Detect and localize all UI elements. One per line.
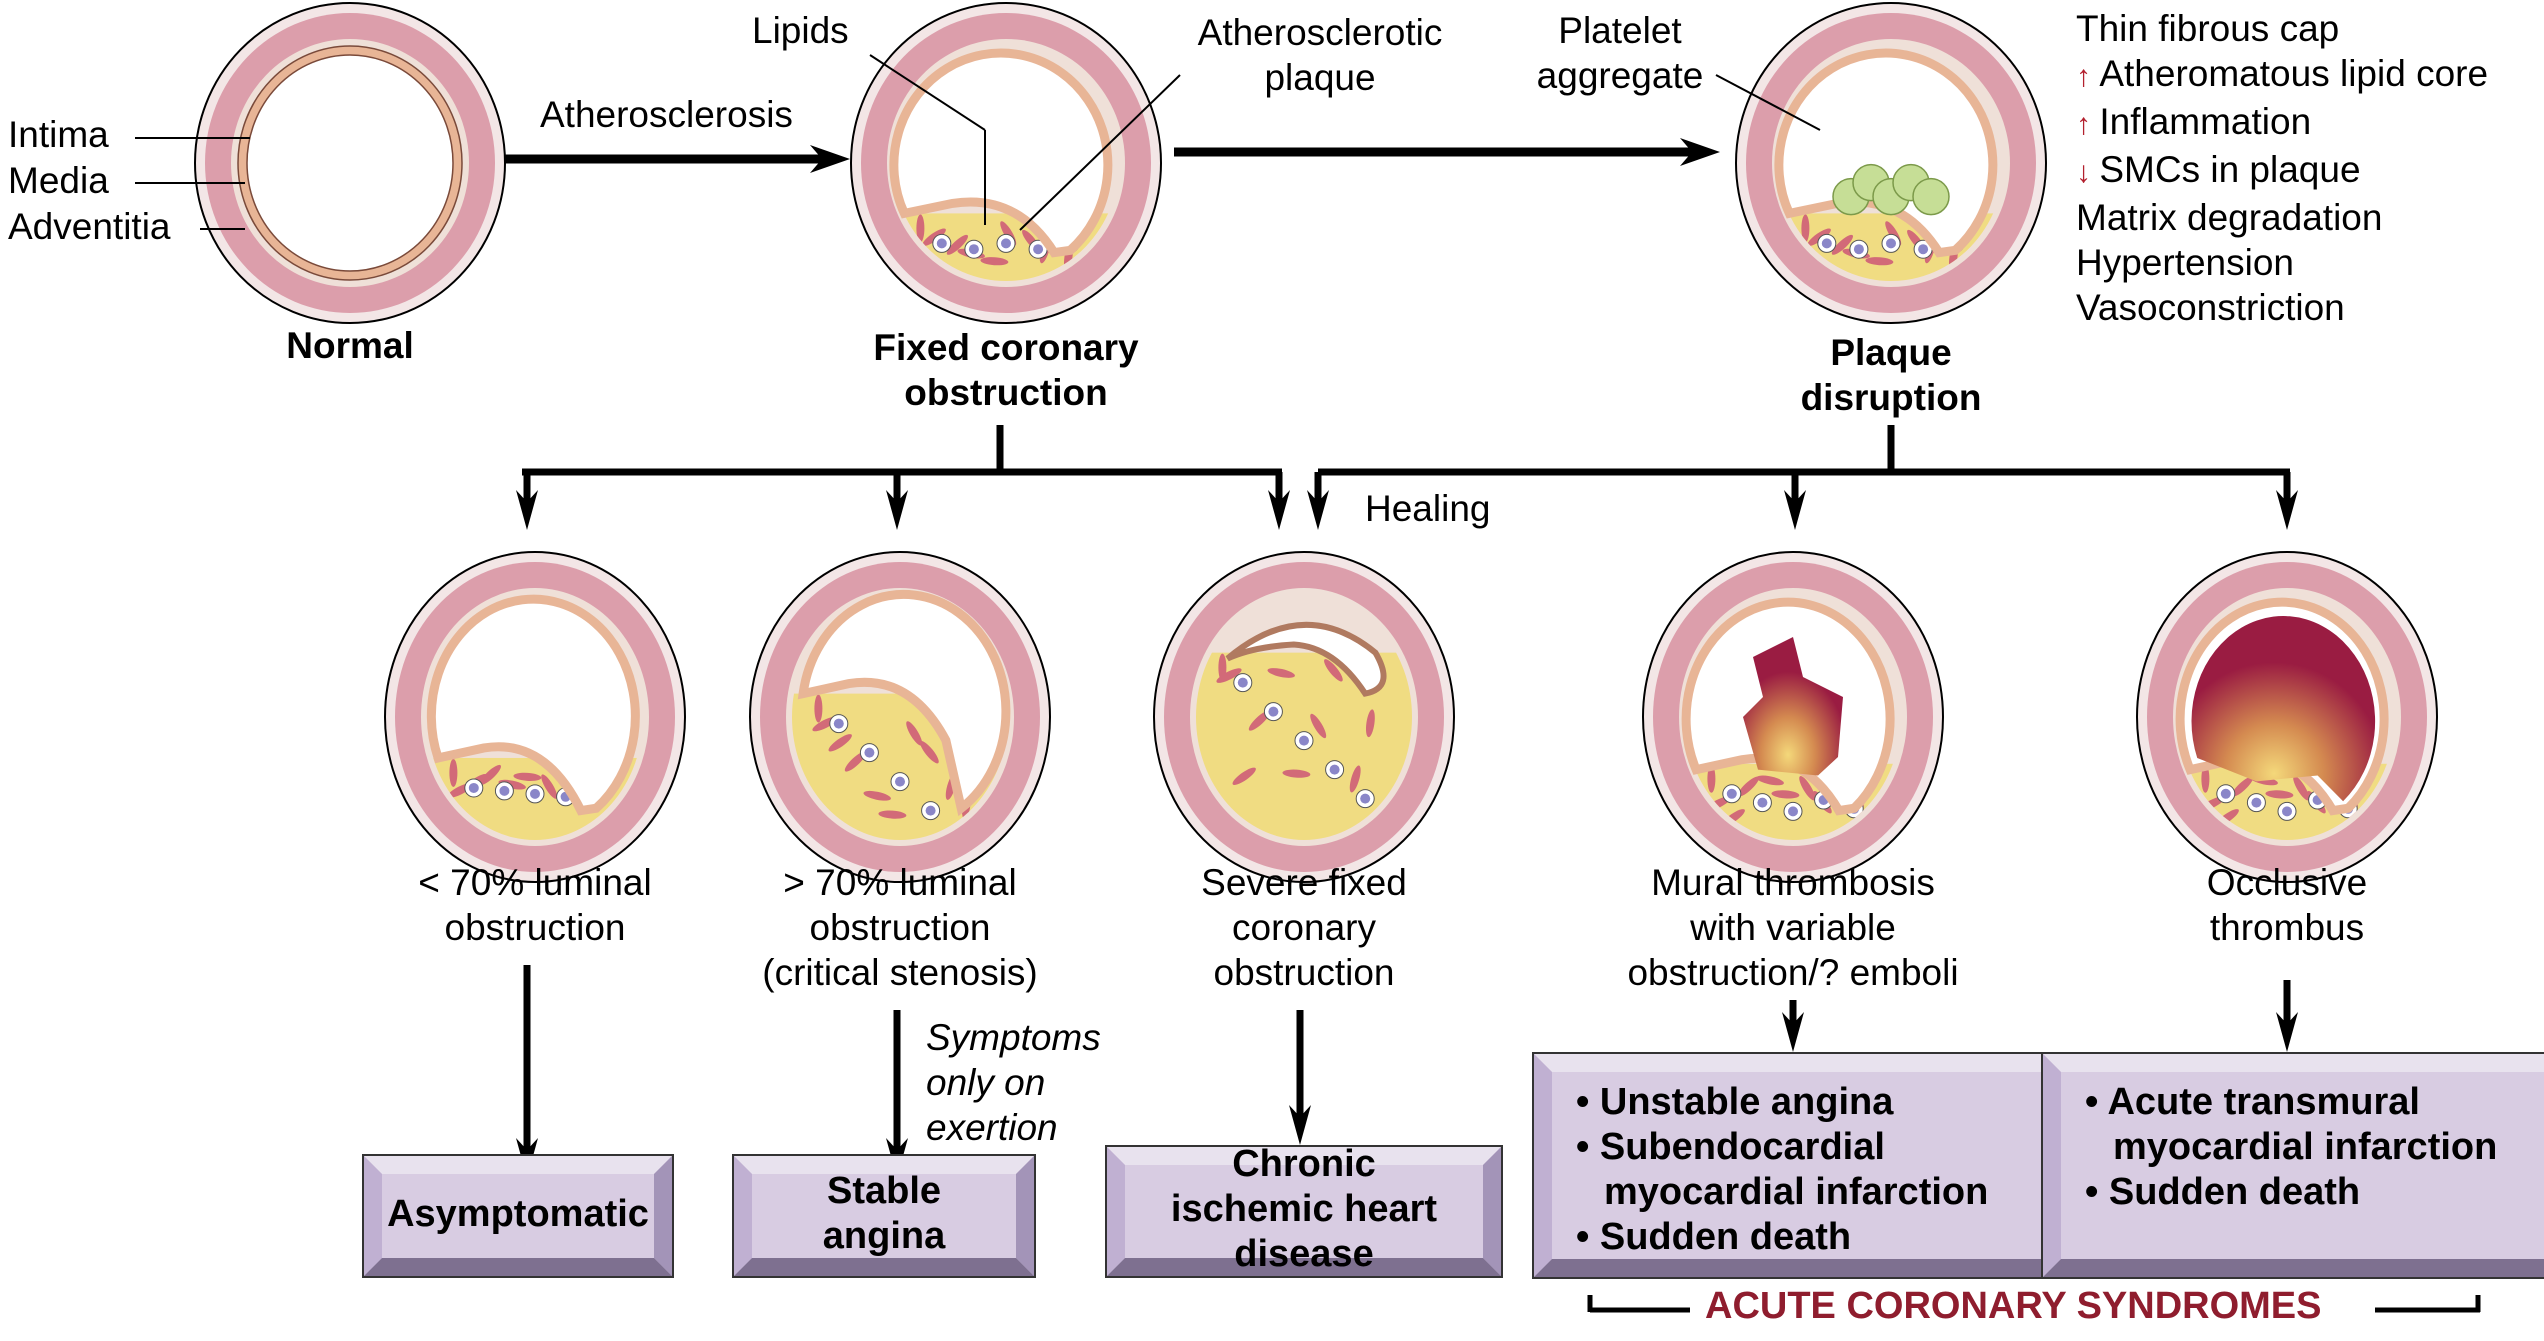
arrowhead-icon [886,490,908,530]
down-arrow-icon: ↓ [2076,156,2100,189]
risk-factor-list: Thin fibrous cap↑ Atheromatous lipid cor… [2076,6,2488,330]
label-healing: Healing [1365,488,1491,529]
vessel-occlusive-thrombus [2136,551,2438,883]
risk-factor-text: Inflammation [2099,101,2312,142]
arrowhead-icon [1268,490,1290,530]
outcome-box: Asymptomatic [362,1154,674,1278]
risk-factor-text: Thin fibrous cap [2076,8,2340,49]
outcome-text: Stable angina [822,1170,946,1257]
risk-factor-text: SMCs in plaque [2099,149,2361,190]
leader-lipids [869,54,986,131]
outcome-item: Unstable angina [1576,1080,2019,1125]
stage-description-line: thrombus [2209,907,2365,948]
vessel-fixed-obstruction [850,2,1162,324]
outcome-box: Acute transmural myocardial infarctionSu… [2041,1052,2544,1279]
vessel-over-70 [749,551,1051,883]
callout-plaque-line1: Atherosclerotic [1197,12,1443,53]
side-note-symptoms: Symptoms only on exertion [926,1015,1101,1150]
risk-factor-text: Atheromatous lipid core [2099,53,2489,94]
risk-factor-item: ↑ Atheromatous lipid core [2076,51,2488,99]
risk-factor-item: Thin fibrous cap [2076,6,2488,51]
leader-platelet [1715,74,1821,131]
leader-plaque [1019,74,1181,231]
side-note-line3: exertion [926,1107,1058,1148]
title-plaque-disruption: Plaque disruption [1691,330,2091,420]
title-plaque-line1: Plaque [1830,332,1952,373]
title-fixed-line2: obstruction [904,372,1108,413]
stage-description-line: (critical stenosis) [762,952,1038,993]
label-adventitia: Adventitia [8,206,171,247]
label-intima: Intima [8,114,109,155]
risk-factor-item: Matrix degradation [2076,195,2488,240]
stage-description-line: with variable [1690,907,1896,948]
title-normal: Normal [286,325,414,366]
arrow-label-atherosclerosis: Atherosclerosis [540,94,793,135]
callout-platelet-line2: aggregate [1536,55,1704,96]
stage-description-line: coronary [1232,907,1376,948]
title-fixed-line1: Fixed coronary [873,327,1139,368]
arrowhead-icon [2276,490,2298,530]
thrombus [1743,637,1843,776]
side-note-line1: Symptoms [926,1017,1101,1058]
side-note-line2: only on [926,1062,1046,1103]
acs-label: ACUTE CORONARY SYNDROMES [1705,1285,2322,1327]
outcome-box: Stable angina [732,1154,1036,1278]
outcome-box: Chronic ischemic heart disease [1105,1143,1503,1278]
arrowhead-icon [1784,490,1806,530]
outcome-item: Subendocardial myocardial infarction [1576,1125,2019,1215]
stage-description-line: obstruction/? emboli [1627,952,1959,993]
outcome-item: Acute transmural myocardial infarction [2085,1080,2528,1170]
stage-description-line: Mural thrombosis [1651,862,1935,903]
outcome-item: Sudden death [1576,1215,2019,1260]
stage-description-line: Occlusive [2206,862,2368,903]
arrow-atherosclerosis-head-icon [810,145,850,173]
arrow-plaque-head-icon [1680,138,1720,166]
risk-factor-text: Vasoconstriction [2076,287,2345,328]
outcome-text: Chronic ischemic heart disease [1170,1143,1438,1275]
stage-description-line: obstruction [1213,952,1395,993]
arrow-healing-head-icon [1307,490,1329,530]
risk-factor-item: Vasoconstriction [2076,285,2488,330]
outcome-box: Unstable anginaSubendocardial myocardial… [1532,1052,2063,1279]
outcome-item: Sudden death [2085,1170,2528,1215]
risk-factor-text: Hypertension [2076,242,2295,283]
risk-factor-item: ↓ SMCs in plaque [2076,147,2488,195]
thrombus [2191,616,2376,802]
stage-description-line: obstruction [809,907,991,948]
vessel-mural-thrombosis [1642,551,1944,883]
arrowhead-icon [1782,1012,1804,1052]
outcome-text: Asymptomatic [387,1192,649,1235]
stage-description-line: < 70% luminal [418,862,652,903]
label-media: Media [8,160,109,201]
arrowhead-icon [2276,1012,2298,1052]
vessel-severe-fixed [1153,551,1455,883]
callout-plaque-line2: plaque [1264,57,1376,98]
up-arrow-icon: ↑ [2076,60,2100,93]
risk-factor-item: Hypertension [2076,240,2488,285]
vessel-under-70 [384,551,686,883]
risk-factor-item: ↑ Inflammation [2076,99,2488,147]
vessel-normal [194,2,506,324]
callout-platelet-line1: Platelet [1558,10,1682,51]
callout-atherosclerotic-plaque: Atherosclerotic plaque [1150,10,1490,100]
callout-lipids: Lipids [752,10,849,51]
arrowhead-icon [1289,1105,1311,1145]
stage-description-line: Severe fixed [1201,862,1407,903]
arrowhead-icon [516,490,538,530]
stage-description-line: obstruction [444,907,626,948]
risk-factor-text: Matrix degradation [2076,197,2383,238]
stage-description-line: > 70% luminal [783,862,1017,903]
callout-platelet-aggregate: Platelet aggregate [1470,8,1770,98]
title-fixed-coronary-obstruction: Fixed coronary obstruction [806,325,1206,415]
up-arrow-icon: ↑ [2076,108,2100,141]
vessel-plaque-disruption [1735,2,2047,324]
title-plaque-line2: disruption [1800,377,1982,418]
